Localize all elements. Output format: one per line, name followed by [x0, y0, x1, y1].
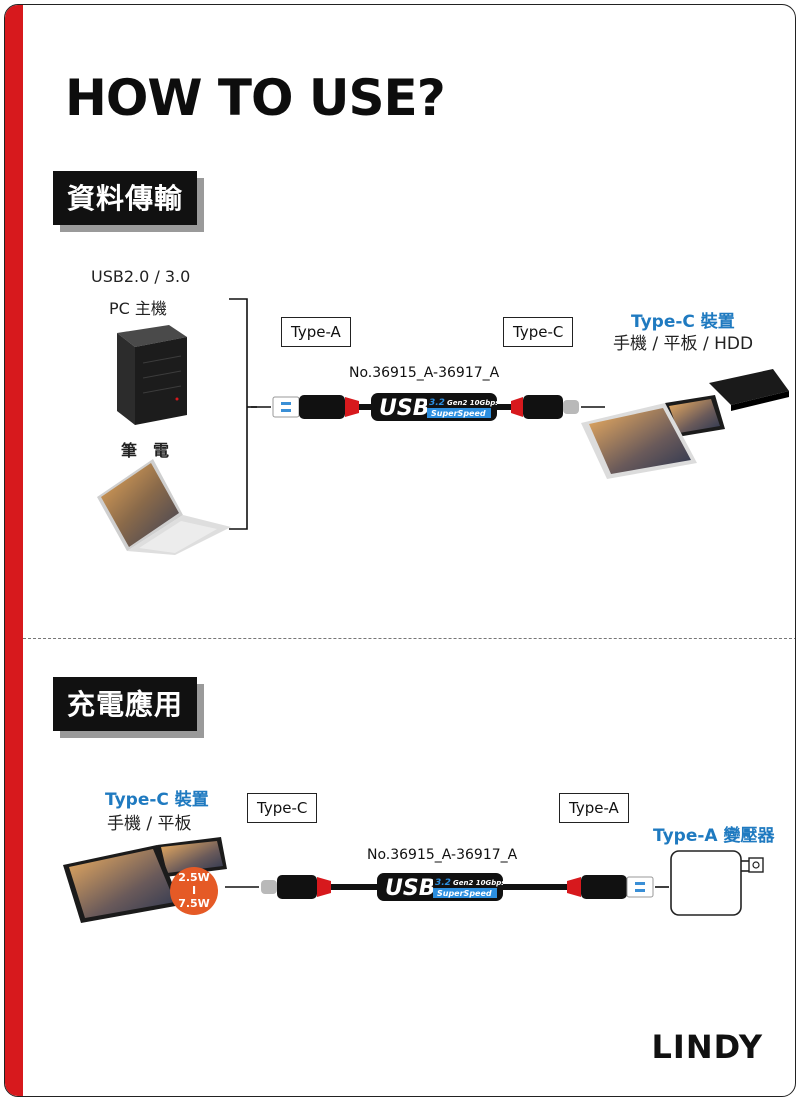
charge-devices-icon	[63, 837, 227, 923]
power-max: 7.5W	[178, 897, 210, 910]
red-side-bar	[5, 5, 23, 1096]
part-number-2: No.36915_A-36917_A	[367, 847, 518, 863]
cable-version: 3.2	[429, 398, 445, 408]
part-number: No.36915_A-36917_A	[349, 365, 500, 381]
adapter-label: Type-A 變壓器	[653, 826, 775, 846]
pc-tower-icon	[117, 325, 187, 425]
charge-device-list: 手機 / 平板	[107, 814, 192, 834]
port-label-type-a: Type-A	[281, 317, 351, 347]
port-label-type-c: Type-C	[503, 317, 574, 347]
usb-cable-type-c-to-a: USB 3.2 Gen2 10Gbps SuperSpeed	[225, 873, 669, 901]
section-data-transfer-tag: 資料傳輸	[53, 171, 198, 225]
usb-cable-type-a-to-c: USB 3.2 Gen2 10Gbps SuperSpeed	[251, 393, 605, 421]
laptop-icon	[97, 459, 231, 555]
laptop-label: 筆 電	[121, 441, 170, 460]
power-range-badge: 2.5W I 7.5W	[170, 867, 218, 915]
page-title: HOW TO USE?	[65, 69, 446, 127]
cable2-version: 3.2	[435, 878, 451, 888]
device-type-c-title: Type-C 裝置	[631, 312, 735, 332]
cable-speed: SuperSpeed	[431, 409, 486, 418]
device-type-c-list: 手機 / 平板 / HDD	[613, 334, 754, 354]
cable-usb-brand: USB	[379, 396, 429, 421]
infographic-card: HOW TO USE? 資料傳輸 USB2.0 / 3.0 PC 主機 筆 電	[4, 4, 796, 1097]
lindy-logo: LINDY	[651, 1028, 763, 1066]
power-min: 2.5W	[178, 871, 210, 884]
port-label-type-c-2: Type-C	[247, 793, 318, 823]
power-separator: I	[191, 884, 197, 897]
source-usb-version: USB2.0 / 3.0	[91, 267, 191, 286]
section-charging-tag: 充電應用	[53, 677, 198, 731]
source-pc-label: PC 主機	[109, 299, 167, 318]
port-label-type-a-2: Type-A	[559, 793, 629, 823]
charge-device-title: Type-C 裝置	[105, 790, 209, 810]
cable2-usb-brand: USB	[385, 876, 435, 901]
cable-gen: Gen2 10Gbps	[447, 399, 499, 407]
cable2-gen: Gen2 10Gbps	[453, 879, 505, 887]
power-adapter-icon	[670, 850, 764, 916]
section-divider	[23, 638, 795, 639]
mobile-devices-icon	[581, 369, 789, 479]
cable2-speed: SuperSpeed	[437, 889, 492, 898]
